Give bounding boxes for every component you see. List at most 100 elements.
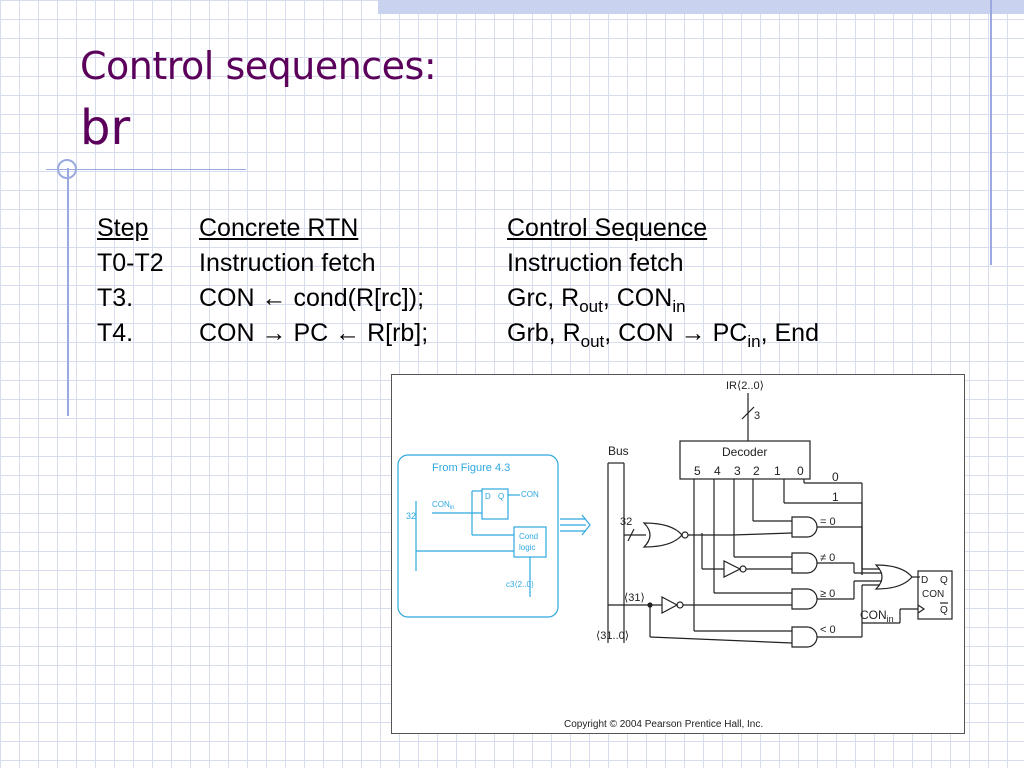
bus-range-label: ⟨31..0⟩ bbox=[596, 630, 629, 642]
wire bbox=[649, 636, 793, 644]
rtn-text: CON bbox=[199, 319, 262, 347]
ir-bus-slash bbox=[741, 406, 755, 420]
wire bbox=[731, 532, 793, 536]
inset-con-in: CONin bbox=[432, 500, 454, 511]
bus-width-label: 32 bbox=[620, 516, 632, 528]
decoder-output-3: 3 bbox=[734, 464, 741, 478]
inset-cond-logic-1: Cond bbox=[519, 532, 538, 541]
rtn-text: CON bbox=[199, 284, 262, 312]
cs-text: Grb, R bbox=[507, 319, 581, 347]
rtn-cell: CON → PC ← R[rb]; bbox=[199, 317, 507, 350]
cs-subscript: out bbox=[579, 297, 603, 316]
right-arrow-symbol: → bbox=[261, 319, 287, 347]
decorative-circle bbox=[57, 159, 77, 179]
decoder-output-5: 5 bbox=[694, 464, 701, 478]
cs-text: PC bbox=[705, 319, 748, 347]
right-arrow-symbol: → bbox=[680, 319, 706, 347]
cs-text: Grc, R bbox=[507, 284, 580, 312]
step-cell: T0-T2 bbox=[97, 249, 164, 277]
inverter bbox=[723, 560, 742, 578]
inset-con-out: CON bbox=[521, 490, 539, 499]
and-gate-ge0 bbox=[791, 588, 818, 610]
inset-title: From Figure 4.3 bbox=[432, 462, 510, 474]
constant-zero: 0 bbox=[832, 470, 839, 484]
table-header-row: Step Concrete RTN Control Sequence bbox=[97, 212, 819, 247]
header-concrete-rtn: Concrete RTN bbox=[199, 214, 359, 242]
decoder-output-2: 2 bbox=[753, 464, 760, 478]
con-flipflop bbox=[917, 570, 953, 620]
slide-title: Control sequences: bbox=[80, 44, 437, 88]
cs-text: , CON bbox=[602, 284, 673, 312]
step-cell: T3. bbox=[97, 284, 134, 312]
inset-q: Q bbox=[498, 492, 504, 501]
circuit-figure: IR⟨2..0⟩ 3 Decoder 5 4 3 2 1 0 0 1 Bus 3… bbox=[391, 374, 965, 734]
wire bbox=[581, 514, 591, 536]
slide-subtitle: br bbox=[80, 100, 131, 156]
ff-con-label: CON bbox=[922, 589, 944, 600]
top-decorative-band bbox=[378, 0, 1024, 14]
left-arrow-symbol: ← bbox=[335, 319, 361, 347]
inset-box bbox=[397, 454, 559, 618]
header-control-sequence: Control Sequence bbox=[507, 214, 708, 242]
ff-clock bbox=[917, 604, 926, 614]
and-gate-eq0 bbox=[791, 516, 818, 538]
ff-q-label: Q bbox=[940, 575, 948, 586]
control-sequence-cell: Grc, Rout, CONin bbox=[507, 282, 686, 315]
header-concrete-rtn-cell: Concrete RTN bbox=[199, 212, 507, 245]
con-in-label: CONin bbox=[860, 608, 894, 624]
decoder-output-0: 0 bbox=[797, 464, 804, 478]
sign-bit-label: ⟨31⟩ bbox=[624, 592, 645, 604]
and-gate-ne0 bbox=[791, 552, 818, 574]
rtn-table: Step Concrete RTN Control Sequence T0-T2 In… bbox=[97, 212, 819, 352]
cond-ge0-label: ≥ 0 bbox=[820, 588, 835, 600]
cs-text: , End bbox=[760, 319, 819, 347]
cond-ne0-label: ≠ 0 bbox=[820, 552, 835, 564]
inset-d: D bbox=[485, 492, 491, 501]
table-row: T0-T2 Instruction fetch Instruction fetch bbox=[97, 247, 819, 282]
decorative-horizontal-line bbox=[46, 169, 246, 170]
step-cell: T4. bbox=[97, 319, 134, 347]
control-sequence-cell: Instruction fetch bbox=[507, 249, 684, 277]
or-gate bbox=[874, 564, 913, 590]
rtn-cell: CON ← cond(R[rc]); bbox=[199, 282, 507, 315]
header-step: Step bbox=[97, 214, 149, 242]
ff-qbar-label: Q bbox=[940, 605, 948, 616]
inset-cond-logic-2: logic bbox=[519, 543, 535, 552]
cond-lt0-label: < 0 bbox=[820, 624, 836, 636]
nor-bubble bbox=[681, 531, 689, 539]
inset-con-in-sub: in bbox=[450, 505, 455, 511]
wire bbox=[627, 528, 635, 542]
decoder-output-1: 1 bbox=[774, 464, 781, 478]
control-sequence-cell: Grb, Rout, CON → PCin, End bbox=[507, 317, 819, 350]
inset-flipflop bbox=[481, 488, 509, 520]
decorative-vertical-line-left bbox=[67, 168, 69, 416]
cs-text: , CON bbox=[604, 319, 681, 347]
rtn-text: R[rb]; bbox=[360, 319, 429, 347]
inset-con-in-text: CON bbox=[432, 500, 450, 509]
left-arrow-symbol: ← bbox=[261, 284, 287, 312]
ff-d-label: D bbox=[921, 575, 928, 586]
decoder-label: Decoder bbox=[722, 445, 767, 459]
copyright: Copyright © 2004 Pearson Prentice Hall, … bbox=[564, 719, 763, 730]
sign-inverter bbox=[661, 596, 679, 614]
inset-diagram: From Figure 4.3 D Q CON CONin 32 Cond lo… bbox=[397, 454, 591, 618]
decorative-vertical-line-right bbox=[990, 0, 992, 265]
bus-label: Bus bbox=[608, 444, 629, 458]
constant-one: 1 bbox=[832, 490, 839, 504]
nor-gate bbox=[642, 522, 683, 548]
table-row: T4.CON → PC ← R[rb];Grb, Rout, CON → PCi… bbox=[97, 317, 819, 352]
and-gate-lt0 bbox=[791, 626, 818, 648]
cs-subscript: in bbox=[672, 297, 686, 316]
circuit-diagram: IR⟨2..0⟩ 3 Decoder 5 4 3 2 1 0 0 1 Bus 3… bbox=[397, 380, 953, 730]
con-in-sub: in bbox=[887, 614, 894, 624]
cs-subscript: out bbox=[580, 332, 605, 351]
ir-bits: 3 bbox=[754, 410, 760, 422]
table-row: T3. CON ← cond(R[rc]);Grc, Rout, CONin bbox=[97, 282, 819, 317]
rtn-text: PC bbox=[286, 319, 336, 347]
cond-eq0-label: = 0 bbox=[820, 516, 836, 528]
inset-c3: c3⟨2..0⟩ bbox=[506, 580, 534, 589]
inset-width: 32 bbox=[406, 511, 416, 521]
decoder-output-4: 4 bbox=[714, 464, 721, 478]
rtn-cell: Instruction fetch bbox=[199, 249, 376, 277]
con-in-text: CON bbox=[860, 608, 887, 622]
